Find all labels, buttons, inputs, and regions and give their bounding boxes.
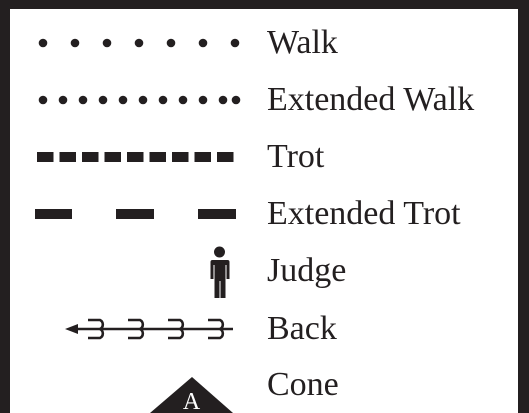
extended-walk-line-icon <box>38 95 241 105</box>
trot-line-icon <box>37 152 239 162</box>
judge-figure-icon <box>210 246 230 298</box>
extended-trot-line-icon <box>35 209 236 219</box>
back-arrow-icon <box>65 318 233 340</box>
legend-label-back: Back <box>267 310 337 347</box>
legend-row-back: Back <box>10 301 518 357</box>
legend-label-extended-trot: Extended Trot <box>267 195 461 232</box>
cone-letter: A <box>183 389 201 413</box>
legend-label-walk: Walk <box>267 24 338 61</box>
cone-icon: A <box>150 377 233 413</box>
legend-row-trot: Trot <box>10 129 518 185</box>
legend-row-extended-walk: Extended Walk <box>10 72 518 128</box>
legend-label-cone: Cone <box>267 366 339 403</box>
legend-row-cone: A Cone <box>10 357 518 413</box>
legend-label-judge: Judge <box>267 252 347 289</box>
walk-line-icon <box>38 38 240 48</box>
legend-label-trot: Trot <box>267 138 325 175</box>
legend-row-extended-trot: Extended Trot <box>10 186 518 242</box>
legend-label-extended-walk: Extended Walk <box>267 81 475 118</box>
legend-row-judge: Judge <box>10 243 518 299</box>
legend-row-walk: Walk <box>10 15 518 71</box>
